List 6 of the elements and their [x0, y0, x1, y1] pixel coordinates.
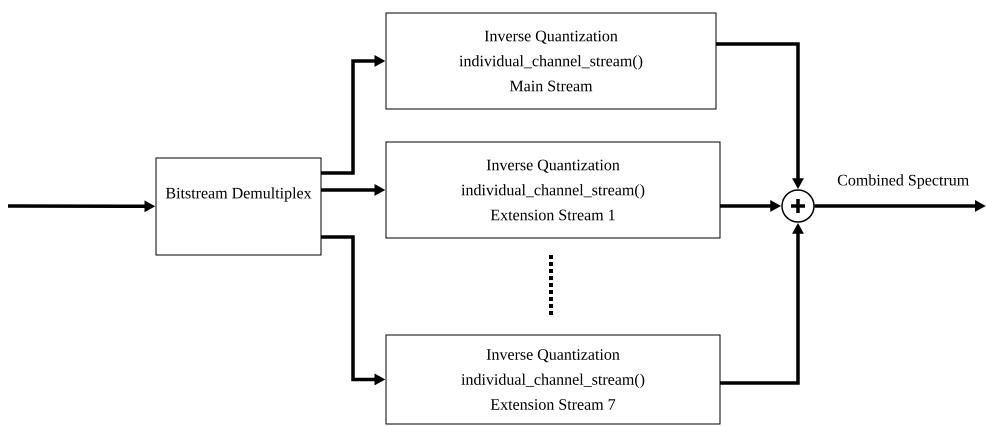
- edge-label: Combined Spectrum: [838, 174, 969, 189]
- process-box: Bitstream Demultiplex: [156, 158, 322, 256]
- process-box: Inverse Quantization individual_channel_stream() Extension Stream 1: [386, 142, 720, 238]
- process-box: Inverse Quantization individual_channel_stream() Main Stream: [386, 12, 716, 110]
- summing-junction: [781, 189, 815, 223]
- process-box: Inverse Quantization individual_channel_stream() Extension Stream 7: [386, 334, 720, 424]
